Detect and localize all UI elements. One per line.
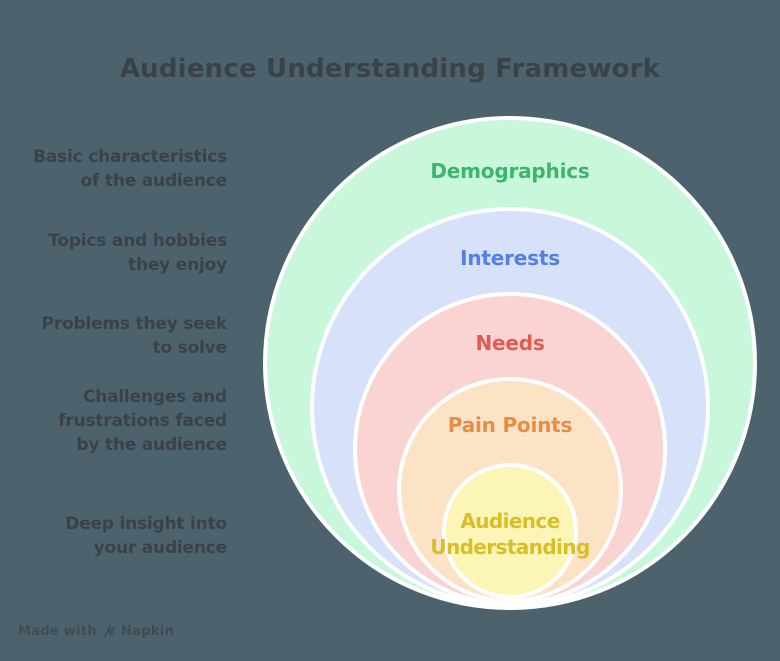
ring-description-interests: Topics and hobbies they enjoy bbox=[48, 231, 227, 275]
ring-label-audience-understanding: Audience Understanding bbox=[430, 509, 590, 559]
ring-label-demographics: Demographics bbox=[430, 159, 590, 183]
ring-label-needs: Needs bbox=[475, 331, 545, 355]
ring-description-needs: Problems they seek to solve bbox=[41, 314, 228, 358]
ring-description-audience-understanding: Deep insight into your audience bbox=[65, 514, 227, 558]
ring-label-interests: Interests bbox=[460, 246, 560, 270]
ring-label-pain-points: Pain Points bbox=[447, 413, 573, 437]
ring-description-demographics: Basic characteristics of the audience bbox=[33, 147, 227, 191]
ring-description-pain-points: Challenges and frustrations faced by the… bbox=[58, 387, 227, 455]
watermark: Made with Napkin bbox=[18, 624, 174, 639]
ring-audience-understanding: Audience Understanding bbox=[430, 463, 590, 599]
watermark-brand: Napkin bbox=[121, 624, 175, 639]
napkin-logo-icon bbox=[102, 624, 116, 639]
watermark-prefix: Made with bbox=[18, 624, 97, 639]
diagram-title: Audience Understanding Framework bbox=[119, 54, 661, 84]
